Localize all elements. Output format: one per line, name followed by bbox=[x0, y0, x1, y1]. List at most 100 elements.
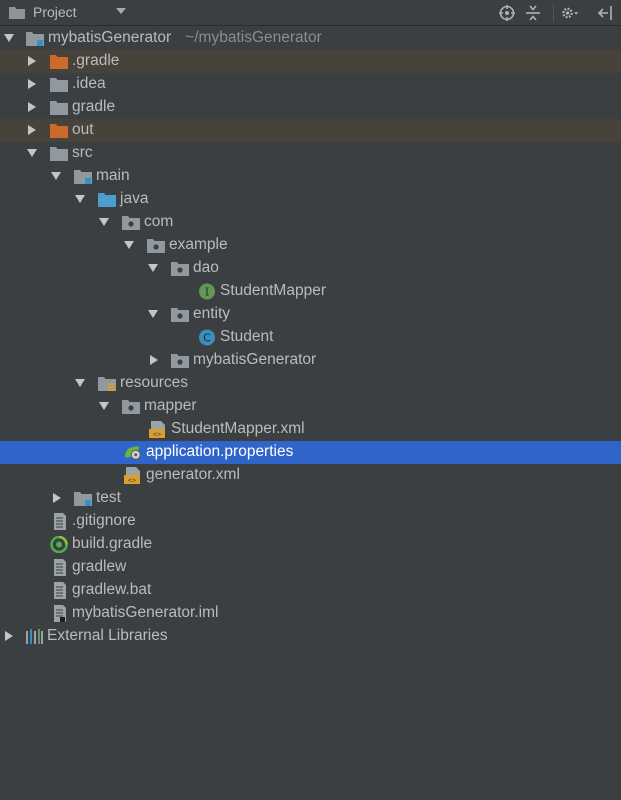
tree-row-external-libraries[interactable]: External Libraries bbox=[0, 625, 621, 648]
tree-row-dot-gradle[interactable]: .gradle bbox=[0, 50, 621, 73]
collapse-icon[interactable] bbox=[524, 4, 542, 22]
tree-item-label: .gradle bbox=[72, 52, 120, 69]
tree-item-label: .idea bbox=[72, 75, 106, 92]
package-icon bbox=[122, 216, 140, 230]
tree-row-build-gradle[interactable]: build.gradle bbox=[0, 533, 621, 556]
tree-item-label: mapper bbox=[144, 397, 197, 414]
project-view-title[interactable]: Project bbox=[33, 4, 77, 20]
tree-item-label: gradlew.bat bbox=[72, 581, 152, 598]
tree-item-label: StudentMapper.xml bbox=[171, 420, 305, 437]
resources-folder-icon bbox=[98, 377, 116, 391]
tree-item-label: gradlew bbox=[72, 558, 127, 575]
chevron-down-icon[interactable] bbox=[99, 218, 109, 226]
tree-row-out[interactable]: out bbox=[0, 119, 621, 142]
tree-row-entity[interactable]: entity bbox=[0, 303, 621, 326]
chevron-right-icon[interactable] bbox=[53, 493, 61, 503]
chevron-down-icon[interactable] bbox=[75, 379, 85, 387]
tree-item-label: java bbox=[120, 190, 149, 207]
svg-text:<>: <> bbox=[128, 477, 136, 485]
tree-item-label: entity bbox=[193, 305, 231, 322]
tree-row-gradlew[interactable]: gradlew bbox=[0, 556, 621, 579]
tree-row-src[interactable]: src bbox=[0, 142, 621, 165]
view-dropdown-chevron-down-icon[interactable] bbox=[116, 8, 126, 14]
tree-item-label: mybatisGenerator~/mybatisGenerator bbox=[48, 29, 322, 46]
tree-row-mybatisgenerator-root[interactable]: mybatisGenerator~/mybatisGenerator bbox=[0, 27, 621, 50]
tree-item-label: mybatisGenerator bbox=[193, 351, 317, 368]
tree-item-label: out bbox=[72, 121, 94, 138]
tree-row-studentmapper-xml[interactable]: <> StudentMapper.xml bbox=[0, 418, 621, 441]
tree-row-studentmapper[interactable]: I StudentMapper bbox=[0, 280, 621, 303]
tree-item-label: External Libraries bbox=[47, 627, 168, 644]
source-folder-icon bbox=[98, 193, 116, 207]
tree-row-mybatisgenerator-package[interactable]: mybatisGenerator bbox=[0, 349, 621, 372]
package-icon bbox=[171, 262, 189, 276]
chevron-down-icon[interactable] bbox=[124, 241, 134, 249]
tree-item-label: Student bbox=[220, 328, 274, 345]
excluded-folder-icon bbox=[50, 55, 68, 69]
tree-row-dao[interactable]: dao bbox=[0, 257, 621, 280]
tree-item-label: StudentMapper bbox=[220, 282, 326, 299]
tree-row-dot-idea[interactable]: .idea bbox=[0, 73, 621, 96]
chevron-down-icon[interactable] bbox=[148, 264, 158, 272]
iml-file-icon bbox=[54, 605, 66, 622]
chevron-down-icon[interactable] bbox=[27, 149, 37, 157]
chevron-down-icon[interactable] bbox=[148, 310, 158, 318]
tree-row-main[interactable]: main bbox=[0, 165, 621, 188]
chevron-down-icon[interactable] bbox=[4, 34, 14, 42]
module-folder-icon bbox=[26, 32, 44, 46]
chevron-right-icon[interactable] bbox=[150, 355, 158, 365]
text-file-icon bbox=[54, 513, 66, 530]
gradle-icon bbox=[50, 536, 68, 553]
tree-item-label: resources bbox=[120, 374, 189, 391]
tree-row-gitignore[interactable]: .gitignore bbox=[0, 510, 621, 533]
chevron-right-icon[interactable] bbox=[28, 102, 36, 112]
text-file-icon bbox=[54, 559, 66, 576]
tree-row-mapper[interactable]: mapper bbox=[0, 395, 621, 418]
tree-row-test[interactable]: test bbox=[0, 487, 621, 510]
tree-item-label: build.gradle bbox=[72, 535, 153, 552]
project-window-icon bbox=[9, 7, 25, 19]
tree-row-iml[interactable]: mybatisGenerator.iml bbox=[0, 602, 621, 625]
hide-icon[interactable] bbox=[596, 4, 614, 22]
tree-item-label: test bbox=[96, 489, 121, 506]
tree-row-gradlew-bat[interactable]: gradlew.bat bbox=[0, 579, 621, 602]
tree-row-resources[interactable]: resources bbox=[0, 372, 621, 395]
svg-text:<>: <> bbox=[153, 431, 161, 439]
folder-icon bbox=[50, 78, 68, 92]
xml-file-icon: <> bbox=[124, 467, 140, 485]
tree-row-com[interactable]: com bbox=[0, 211, 621, 234]
package-icon bbox=[147, 239, 165, 253]
tree-row-java[interactable]: java bbox=[0, 188, 621, 211]
tree-item-label: example bbox=[169, 236, 228, 253]
xml-file-icon: <> bbox=[149, 421, 165, 439]
interface-icon: I bbox=[199, 283, 215, 300]
excluded-folder-icon bbox=[50, 124, 68, 138]
project-tool-window-header: Project bbox=[0, 0, 621, 26]
tree-row-gradle[interactable]: gradle bbox=[0, 96, 621, 119]
spring-properties-icon bbox=[124, 446, 141, 460]
package-icon bbox=[171, 308, 189, 322]
chevron-down-icon[interactable] bbox=[99, 402, 109, 410]
tree-item-label: dao bbox=[193, 259, 219, 276]
chevron-right-icon[interactable] bbox=[28, 79, 36, 89]
text-file-icon bbox=[54, 582, 66, 599]
target-icon[interactable] bbox=[498, 4, 516, 22]
package-icon bbox=[171, 354, 189, 368]
tree-row-generator-xml[interactable]: <> generator.xml bbox=[0, 464, 621, 487]
tree-item-label: mybatisGenerator.iml bbox=[72, 604, 219, 621]
svg-text:C: C bbox=[203, 332, 211, 345]
tree-item-label: com bbox=[144, 213, 174, 230]
tree-row-student[interactable]: C Student bbox=[0, 326, 621, 349]
chevron-right-icon[interactable] bbox=[28, 125, 36, 135]
tree-item-label: src bbox=[72, 144, 93, 161]
tree-item-label: .gitignore bbox=[72, 512, 136, 529]
folder-icon bbox=[50, 101, 68, 115]
gear-icon[interactable] bbox=[561, 4, 579, 22]
chevron-down-icon[interactable] bbox=[51, 172, 61, 180]
chevron-right-icon[interactable] bbox=[5, 631, 13, 641]
tree-row-example[interactable]: example bbox=[0, 234, 621, 257]
chevron-down-icon[interactable] bbox=[75, 195, 85, 203]
chevron-right-icon[interactable] bbox=[28, 56, 36, 66]
tree-row-application-properties[interactable]: application.properties bbox=[0, 441, 621, 464]
package-icon bbox=[122, 400, 140, 414]
